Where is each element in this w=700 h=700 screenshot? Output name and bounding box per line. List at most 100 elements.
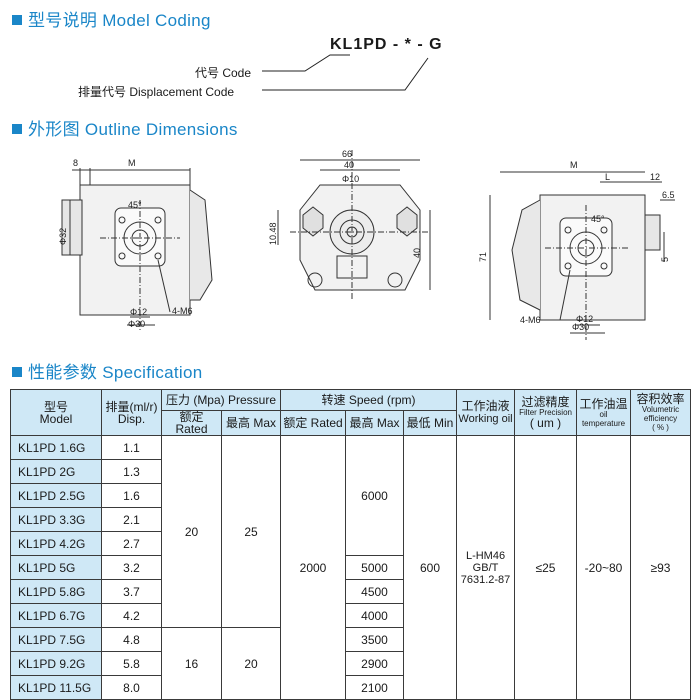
model-cell: KL1PD 1.6G [10,435,102,460]
disp-cell: 1.1 [101,435,162,460]
svg-text:66: 66 [342,149,352,159]
right-view-drawing [489,171,675,340]
code-label: 代号 Code [195,66,252,80]
speed-max-cell: 6000 [345,435,404,556]
svg-text:4-M6: 4-M6 [172,306,193,316]
table-row: KL1PD 9.2G 5.8 2900 [10,651,691,676]
model-cell: KL1PD 2G [10,459,102,484]
spec-heading: 性能参数 Specification [12,358,203,383]
temp-cell: -20~80 [576,435,632,700]
speed-max-cell: 2900 [345,651,404,676]
speed-max-cell: 5000 [345,555,404,580]
pressure-rated-cell: 20 [161,435,222,628]
outline-drawings: 8 M 45° Φ32 Φ12 Φ30 4-M6 66 40 Φ10 10.48… [58,54,675,340]
disp-cell: 4.8 [101,627,162,652]
table-row: KL1PD 5.8G 3.7 4500 [10,579,691,604]
disp-cell: 4.2 [101,603,162,628]
svg-text:Φ12: Φ12 [576,314,593,324]
disp-cell: 2.7 [101,531,162,556]
header-disp: 排量(ml/r)Disp. [101,389,162,436]
table-row: KL1PD 2.5G 1.6 [10,483,691,508]
speed-max-cell: 4000 [345,603,404,628]
svg-text:Φ32: Φ32 [58,228,68,245]
model-cell: KL1PD 3.3G [10,507,102,532]
svg-text:10.48: 10.48 [268,222,278,245]
model-cell: KL1PD 7.5G [10,627,102,652]
svg-text:71: 71 [478,252,488,262]
disp-cell: 2.1 [101,507,162,532]
svg-text:8: 8 [73,158,78,168]
pressure-max-cell: 25 [221,435,281,628]
table-row: KL1PD 1.6G 1.1 20 25 2000 6000 600 L-HM4… [10,435,692,700]
table-row: KL1PD 4.2G 2.7 [10,531,691,556]
speed-max-cell: 4500 [345,579,404,604]
speed-max-cell: 2100 [345,675,404,700]
table-row: KL1PD 3.3G 2.1 [10,507,691,532]
efficiency-cell: ≥93 [630,435,692,700]
svg-text:L: L [605,172,610,182]
model-cell: KL1PD 9.2G [10,651,102,676]
header-speed-min: 最低 Min [402,410,458,436]
middle-view-dims: 66 40 Φ10 10.48 40 [268,149,422,258]
left-view-dims: 8 M 45° Φ32 Φ12 Φ30 4-M6 [58,158,193,329]
svg-text:4-M6: 4-M6 [520,315,541,325]
pressure-rated-cell: 16 [161,627,222,700]
outline-heading: 外形图 Outline Dimensions [12,115,238,140]
disp-cell: 5.8 [101,651,162,676]
svg-text:45°: 45° [128,200,142,210]
left-view-drawing [61,168,213,330]
svg-text:12: 12 [650,172,660,182]
svg-text:45°: 45° [591,214,605,224]
speed-max-cell: 3500 [345,627,404,652]
model-cell: KL1PD 6.7G [10,603,102,628]
model-cell: KL1PD 4.2G [10,531,102,556]
disp-cell: 1.3 [101,459,162,484]
header-speed-rated: 额定 Rated [280,410,346,436]
coding-leaders [262,54,429,91]
speed-min-cell: 600 [402,435,458,700]
table-row: KL1PD 11.5G 8.0 2100 [10,675,691,700]
svg-text:Φ12: Φ12 [130,307,147,317]
model-cell: KL1PD 5G [10,555,102,580]
displacement-label: 排量代号 Displacement Code [78,85,235,99]
filter-cell: ≤25 [514,435,578,700]
pressure-max-cell: 20 [221,627,281,700]
code-string: KL1PD - * - G [330,36,443,53]
svg-text:M: M [128,158,136,168]
svg-text:40: 40 [344,160,354,170]
middle-view-drawing [277,150,431,300]
header-pressure: 压力 (Mpa) Pressure [161,389,281,411]
speed-rated-cell: 2000 [280,435,346,700]
svg-text:6.5: 6.5 [662,190,675,200]
svg-text:40: 40 [412,248,422,258]
model-cell: KL1PD 5.8G [10,579,102,604]
header-speed: 转速 Speed (rpm) [279,389,458,411]
header-pressure-max: 最高 Max [221,410,281,436]
square-bullet-icon [12,15,22,25]
svg-text:Φ10: Φ10 [342,174,359,184]
disp-cell: 8.0 [101,675,162,700]
svg-text:M: M [570,160,578,170]
svg-text:5: 5 [660,257,670,262]
header-speed-max: 最高 Max [345,410,404,436]
header-pressure-rated: 额定 Rated [161,410,222,436]
right-view-dims: M L 12 6.5 45° 71 5 4-M6 Φ12 Φ30 [478,160,675,332]
disp-cell: 3.2 [101,555,162,580]
model-coding-heading: 型号说明 Model Coding [12,6,211,31]
model-cell: KL1PD 11.5G [10,675,102,700]
svg-text:Φ30: Φ30 [572,322,589,332]
square-bullet-icon [12,367,22,377]
disp-cell: 1.6 [101,483,162,508]
table-row: KL1PD 6.7G 4.2 4000 [10,603,691,628]
model-cell: KL1PD 2.5G [10,483,102,508]
table-row: KL1PD 5G 3.2 5000 [10,555,691,580]
square-bullet-icon [12,124,22,134]
svg-text:Φ30: Φ30 [128,319,145,329]
table-row: KL1PD 7.5G 4.8 16 20 3500 [10,627,691,700]
